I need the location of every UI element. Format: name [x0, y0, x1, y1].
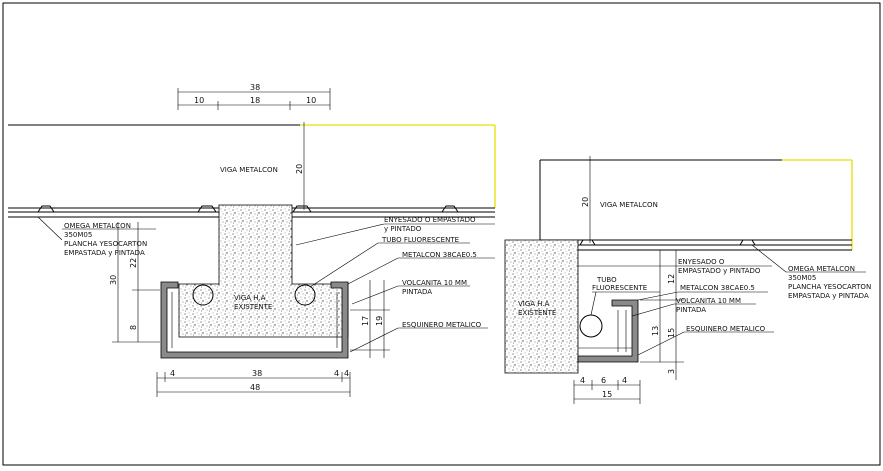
note-volcanita: VOLCANITA 10 MM: [402, 279, 467, 287]
dim-10: 10: [306, 96, 316, 105]
left-right-dimensions: 17 19: [350, 280, 390, 358]
note-enyesado: ENYESADO O: [678, 258, 725, 266]
dim-19: 19: [375, 316, 384, 326]
dim-15: 15: [602, 390, 612, 399]
left-concrete-beam: [178, 204, 349, 338]
dim-17: 17: [361, 316, 370, 326]
dim-18: 18: [250, 96, 260, 105]
right-detail: VIGA METALCON 20 VIGA H.A EXISTENTE 12 1…: [504, 156, 871, 404]
dim-20-right: 20: [581, 197, 590, 207]
omega-clip: [37, 205, 55, 213]
note-plancha: PLANCHA YESOCARTON: [788, 283, 871, 291]
note-omega: OMEGA METALCON: [64, 222, 131, 230]
left-beam-label: VIGA METALCON: [220, 166, 278, 174]
left-notes-left: OMEGA METALCON 350M05 PLANCHA YESOCARTON…: [37, 216, 156, 257]
note-enyesado: ENYESADO O EMPASTADO: [384, 216, 476, 224]
dim-15: 15: [667, 328, 676, 338]
left-metal-profile: [160, 281, 349, 359]
dim-20-left: 20: [295, 164, 304, 174]
note-empastada: EMPASTADA y PINTADA: [64, 249, 145, 257]
dim-4: 4: [622, 376, 627, 385]
omega-clip: [197, 205, 217, 213]
dim-3: 3: [667, 369, 676, 374]
note-volcanita: VOLCANITA 10 MM: [676, 297, 741, 305]
left-detail: VIGA METALCON VIGA H.A EXISTENTE 38 10 1…: [8, 83, 496, 397]
note-empastado: EMPASTADO y PINTADO: [678, 267, 761, 275]
right-metal-profile: [577, 299, 639, 363]
note-pintada: PINTADA: [676, 306, 706, 314]
note-350m05: 350M05: [788, 274, 816, 282]
fluorescent-tube-right: [294, 284, 316, 306]
right-vertical-dimensions: 12 13 15 3: [640, 250, 684, 380]
right-concrete-beam: [504, 239, 579, 374]
left-top-dimensions: 38 10 18 10: [177, 83, 331, 110]
dim-38-bottom: 38: [252, 369, 262, 378]
omega-clip: [292, 205, 312, 213]
note-plancha: PLANCHA YESOCARTON: [64, 240, 147, 248]
left-bottom-dimensions: 4 38 4 4 48: [156, 369, 351, 397]
dim-13: 13: [651, 326, 660, 336]
dim-12: 12: [667, 274, 676, 284]
dim-4: 4: [170, 369, 175, 378]
note-pintada: PINTADA: [402, 288, 432, 296]
dim-30: 30: [109, 275, 118, 285]
left-concrete-label-1: VIGA H.A: [234, 294, 266, 302]
fluorescent-tube-left: [192, 284, 214, 306]
right-beam-label: VIGA METALCON: [600, 201, 658, 209]
note-metalcon: METALCON 38CAE0.5: [402, 251, 477, 259]
omega-clip: [441, 205, 459, 213]
dim-38-top: 38: [250, 83, 260, 92]
right-bottom-dimensions: 4 6 4 15: [573, 376, 641, 404]
dim-4: 4: [580, 376, 585, 385]
dim-10: 10: [194, 96, 204, 105]
dim-8: 8: [129, 325, 138, 330]
dim-4: 4: [344, 369, 349, 378]
right-concrete-label-1: VIGA H.A: [518, 300, 550, 308]
note-tubo: TUBO: [596, 276, 617, 284]
note-esquinero: ESQUINERO METALICO: [686, 325, 766, 333]
fluorescent-tube: [579, 314, 603, 338]
right-notes: ENYESADO O EMPASTADO y PINTADO TUBO FLUO…: [578, 244, 871, 356]
omega-clip: [579, 239, 596, 246]
note-empastada: EMPASTADA y PINTADA: [788, 292, 869, 300]
dim-6: 6: [601, 376, 606, 385]
note-tubo: TUBO FLUORESCENTE: [381, 236, 459, 244]
note-pintado: y PINTADO: [384, 225, 422, 233]
dim-22: 22: [129, 258, 138, 268]
omega-clip: [739, 239, 756, 246]
note-omega: OMEGA METALCON: [788, 265, 855, 273]
right-concrete-label-2: EXISTENTE: [518, 309, 556, 317]
left-notes-right: ENYESADO O EMPASTADO y PINTADO TUBO FLUO…: [295, 216, 495, 353]
note-fluorescente: FLUORESCENTE: [592, 284, 647, 292]
note-350m05: 350M05: [64, 231, 92, 239]
left-vertical-dimensions: 22 30 8: [109, 222, 160, 343]
left-concrete-label-2: EXISTENTE: [234, 303, 272, 311]
dim-4: 4: [334, 369, 339, 378]
note-esquinero: ESQUINERO METALICO: [402, 321, 482, 329]
dim-48: 48: [250, 383, 260, 392]
note-metalcon: METALCON 38CAE0.5: [680, 284, 755, 292]
